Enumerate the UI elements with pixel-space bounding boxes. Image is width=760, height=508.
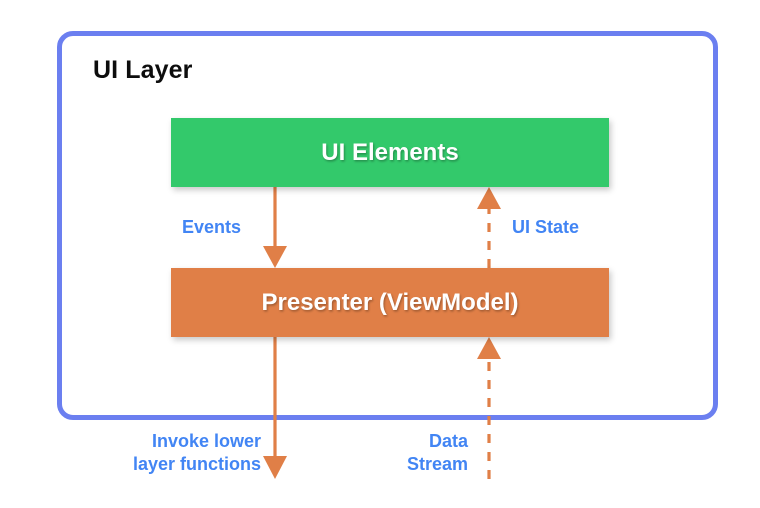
node-presenter: Presenter (ViewModel) <box>171 268 609 337</box>
node-ui-elements-label: UI Elements <box>321 138 459 166</box>
edge-label-invoke-lower-layer-functions: Invoke lower layer functions <box>132 431 261 475</box>
edge-label-events: Events <box>182 217 242 237</box>
node-presenter-label: Presenter (ViewModel) <box>261 288 519 316</box>
edge-label-data-stream: Data Stream <box>406 431 468 475</box>
ui-layer-container <box>57 31 718 420</box>
edge-label-ui-state: UI State <box>512 217 580 237</box>
node-ui-elements: UI Elements <box>171 118 609 187</box>
ui-layer-title: UI Layer <box>93 56 193 84</box>
